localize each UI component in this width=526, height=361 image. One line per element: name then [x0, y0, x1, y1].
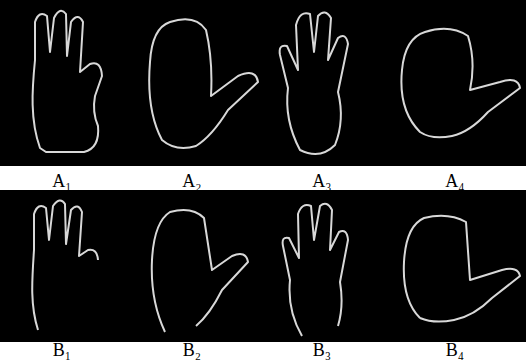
- image-panel: [0, 190, 526, 342]
- panel-label: B₄: [446, 341, 464, 359]
- hand-contour: [401, 29, 520, 138]
- hand-contour: [283, 204, 348, 336]
- panel-label: A₄: [445, 172, 464, 190]
- hand-contour: [33, 11, 102, 152]
- panel-label: A₂: [182, 172, 201, 190]
- panel-label: A₁: [52, 172, 71, 190]
- contours: [32, 11, 520, 336]
- hand-contour: [149, 19, 258, 148]
- hand-contour: [404, 216, 520, 322]
- hand-contour: [32, 200, 98, 330]
- panel-label: B₁: [53, 341, 71, 359]
- panel-label: B₃: [313, 341, 331, 359]
- hand-contour: [152, 210, 248, 332]
- panel-label: A₃: [312, 172, 331, 190]
- panel-label: B₂: [183, 341, 201, 359]
- hand-contour: [280, 12, 348, 154]
- image-panel: [0, 0, 526, 166]
